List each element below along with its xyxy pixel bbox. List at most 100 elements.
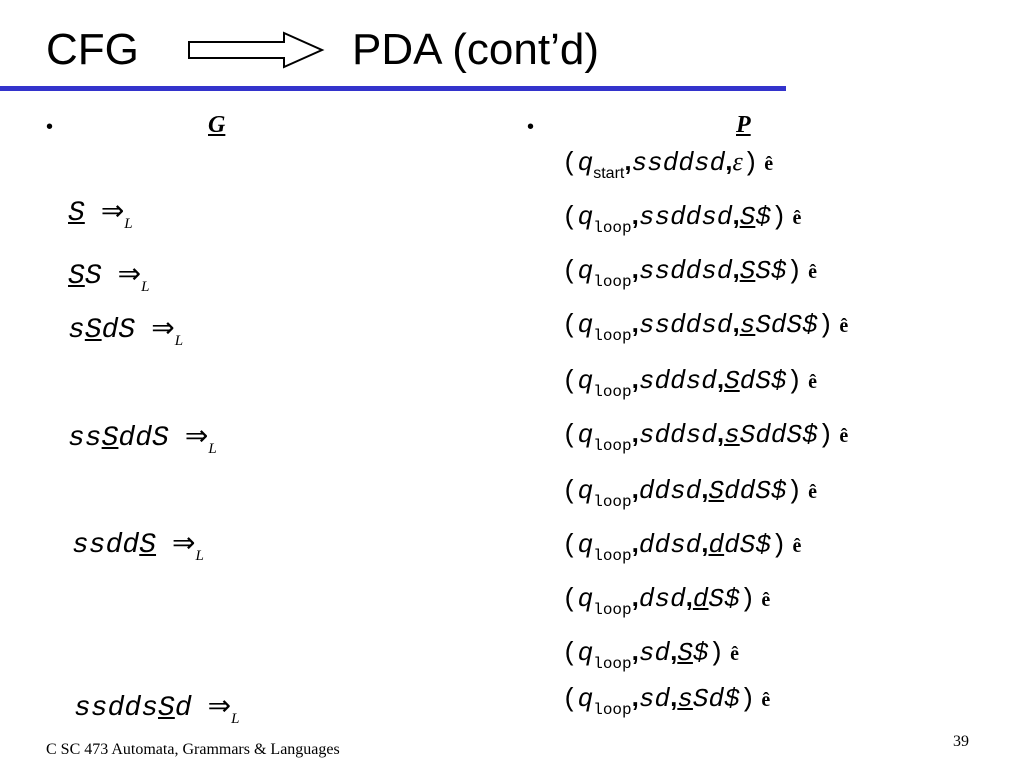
state-name: loop xyxy=(593,701,632,719)
stack-rest: $ xyxy=(755,202,771,232)
state-symbol: q xyxy=(577,202,594,232)
stack-top: d xyxy=(708,530,725,560)
state-name: loop xyxy=(593,655,632,673)
close-paren: ) xyxy=(739,684,756,714)
leftmost-variable: S xyxy=(68,198,85,229)
close-paren: ) xyxy=(708,638,725,668)
suffix: ddS xyxy=(118,423,169,454)
state-symbol: q xyxy=(577,638,594,668)
remaining-input: ssddsd xyxy=(638,202,733,232)
leftmost-subscript: L xyxy=(195,548,204,564)
bullet-right: • xyxy=(527,116,535,138)
open-paren: ( xyxy=(562,256,578,286)
separator: , xyxy=(716,418,725,448)
stack-rest: SdS$ xyxy=(755,310,818,340)
yields-mark: ê xyxy=(808,481,818,503)
state-name: loop xyxy=(593,493,632,511)
prefix: ss xyxy=(68,423,102,454)
state-symbol: q xyxy=(577,148,594,178)
derives-arrow-icon: ⇒ xyxy=(100,194,125,227)
leftmost-variable: S xyxy=(101,423,119,454)
grammar-heading: G xyxy=(208,112,226,138)
pda-configuration: (qstart,ssddsd,ε)ê xyxy=(562,146,773,189)
derivation-step: S⇒L xyxy=(68,195,133,240)
stack-top: s xyxy=(739,310,756,340)
separator: , xyxy=(670,682,678,712)
pda-heading: P xyxy=(736,112,751,138)
separator: , xyxy=(631,254,639,284)
yields-mark: ê xyxy=(839,425,849,447)
yields-mark: ê xyxy=(839,315,849,337)
title-divider xyxy=(0,86,786,91)
stack-top: S xyxy=(677,638,693,668)
suffix: d xyxy=(174,693,192,724)
suffix: dS xyxy=(101,315,136,346)
slide-title-pda: PDA (cont’d) xyxy=(352,25,599,74)
close-paren: ) xyxy=(739,584,756,614)
state-name: loop xyxy=(593,601,632,619)
separator: , xyxy=(631,364,639,394)
state-symbol: q xyxy=(577,310,594,340)
leftmost-subscript: L xyxy=(174,333,184,349)
derives-arrow-icon: ⇒ xyxy=(117,257,142,290)
open-paren: ( xyxy=(562,366,578,396)
separator: , xyxy=(631,636,639,666)
separator: , xyxy=(732,200,740,230)
page-number: 39 xyxy=(953,733,969,750)
prefix: s xyxy=(68,315,85,346)
state-symbol: q xyxy=(577,684,594,714)
state-symbol: q xyxy=(577,476,594,506)
stack-rest: $ xyxy=(692,638,709,668)
state-symbol: q xyxy=(577,530,594,560)
state-name: loop xyxy=(593,437,632,455)
pda-configuration: (qloop,ssddsd,SS$)ê xyxy=(562,254,817,297)
open-paren: ( xyxy=(562,530,578,560)
stack-rest: Sd$ xyxy=(692,684,740,714)
derivation-step: ssddsSd⇒L xyxy=(74,690,239,735)
derives-arrow-icon: ⇒ xyxy=(172,526,196,559)
remaining-input: sddsd xyxy=(638,420,717,450)
separator: , xyxy=(701,528,709,558)
stack-top: d xyxy=(692,584,709,614)
prefix: ssdd xyxy=(72,530,140,561)
yields-mark: ê xyxy=(792,207,802,229)
separator: , xyxy=(631,582,639,612)
open-paren: ( xyxy=(562,202,578,232)
close-paren: ) xyxy=(786,476,803,506)
remaining-input: sd xyxy=(638,638,671,668)
state-name: start xyxy=(593,165,625,182)
stack-top: s xyxy=(724,420,740,450)
state-name: loop xyxy=(593,383,632,401)
leftmost-subscript: L xyxy=(208,441,217,457)
open-paren: ( xyxy=(562,584,578,614)
suffix: S xyxy=(84,261,102,292)
yields-mark: ê xyxy=(808,371,818,393)
derivation-step: sSdS⇒L xyxy=(68,312,183,357)
remaining-input: ssddsd xyxy=(638,310,733,340)
leftmost-subscript: L xyxy=(141,279,150,295)
pda-configuration: (qloop,ssddsd,sSdS$)ê xyxy=(562,308,848,351)
open-paren: ( xyxy=(562,684,578,714)
state-symbol: q xyxy=(577,366,594,396)
separator: , xyxy=(631,308,639,338)
state-symbol: q xyxy=(577,584,594,614)
separator: , xyxy=(670,636,678,666)
pda-configuration: (qloop,ddsd,SddS$)ê xyxy=(562,474,817,517)
close-paren: ) xyxy=(817,420,834,450)
derives-arrow-icon: ⇒ xyxy=(207,689,232,722)
state-symbol: q xyxy=(577,256,594,286)
pda-configuration: (qloop,ssddsd,S$)ê xyxy=(562,200,801,243)
open-paren: ( xyxy=(562,476,578,506)
pda-configuration: (qloop,sddsd,SdS$)ê xyxy=(562,364,817,407)
separator: , xyxy=(631,474,639,504)
leftmost-variable: S xyxy=(139,530,157,561)
stack-rest: S$ xyxy=(708,584,740,614)
separator: , xyxy=(701,474,709,504)
remaining-input: ddsd xyxy=(638,530,702,560)
close-paren: ) xyxy=(742,148,759,178)
state-name: loop xyxy=(593,219,632,237)
stack-rest: ddS$ xyxy=(724,476,787,506)
leftmost-subscript: L xyxy=(231,711,240,727)
pda-configuration: (qloop,sddsd,sSddS$)ê xyxy=(562,418,848,461)
separator: , xyxy=(732,254,740,284)
